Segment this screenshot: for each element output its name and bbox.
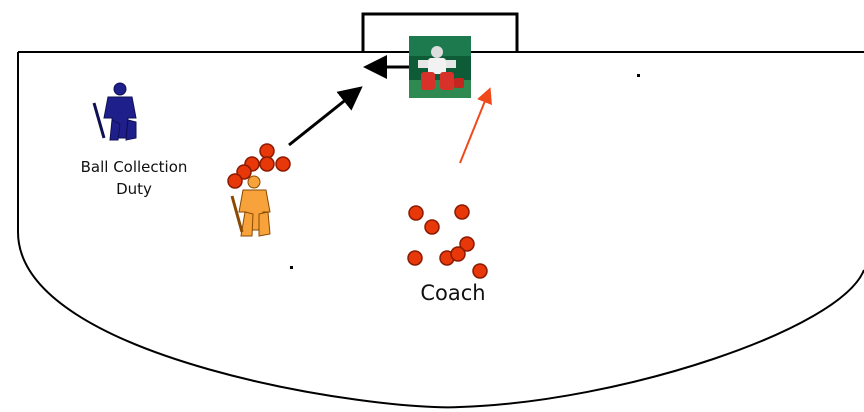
shooting-circle — [17, 51, 864, 409]
ball-icon — [259, 156, 275, 172]
ball-collection-label: Ball Collection Duty — [44, 156, 224, 200]
ball-icon — [454, 204, 470, 220]
ball-icon — [407, 250, 423, 266]
ball-collection-label-line2: Duty — [116, 180, 152, 198]
goalkeeper-figure-icon — [230, 175, 271, 237]
marker-dot — [290, 266, 293, 269]
ball-icon — [450, 246, 466, 262]
ball-icon — [275, 156, 291, 172]
coach-label: Coach — [420, 281, 486, 305]
ball-icon — [459, 236, 475, 252]
ball-icon — [236, 164, 252, 180]
goalkeeper-photo-icon — [409, 36, 471, 98]
ball-icon — [259, 143, 275, 159]
ball-icon — [472, 263, 488, 279]
goal-frame — [361, 12, 519, 52]
ball-group-feeder — [227, 143, 291, 189]
ball-icon — [408, 205, 424, 221]
ball-icon — [424, 219, 440, 235]
marker-dot — [637, 74, 640, 77]
coach-shot-arrow — [459, 87, 492, 164]
ball-group-coach — [407, 204, 488, 279]
ball-icon — [227, 173, 243, 189]
ball-collection-label-line1: Ball Collection — [80, 158, 188, 176]
pass-arrow — [288, 86, 363, 147]
goalkeeper-figure-icon — [92, 82, 137, 141]
